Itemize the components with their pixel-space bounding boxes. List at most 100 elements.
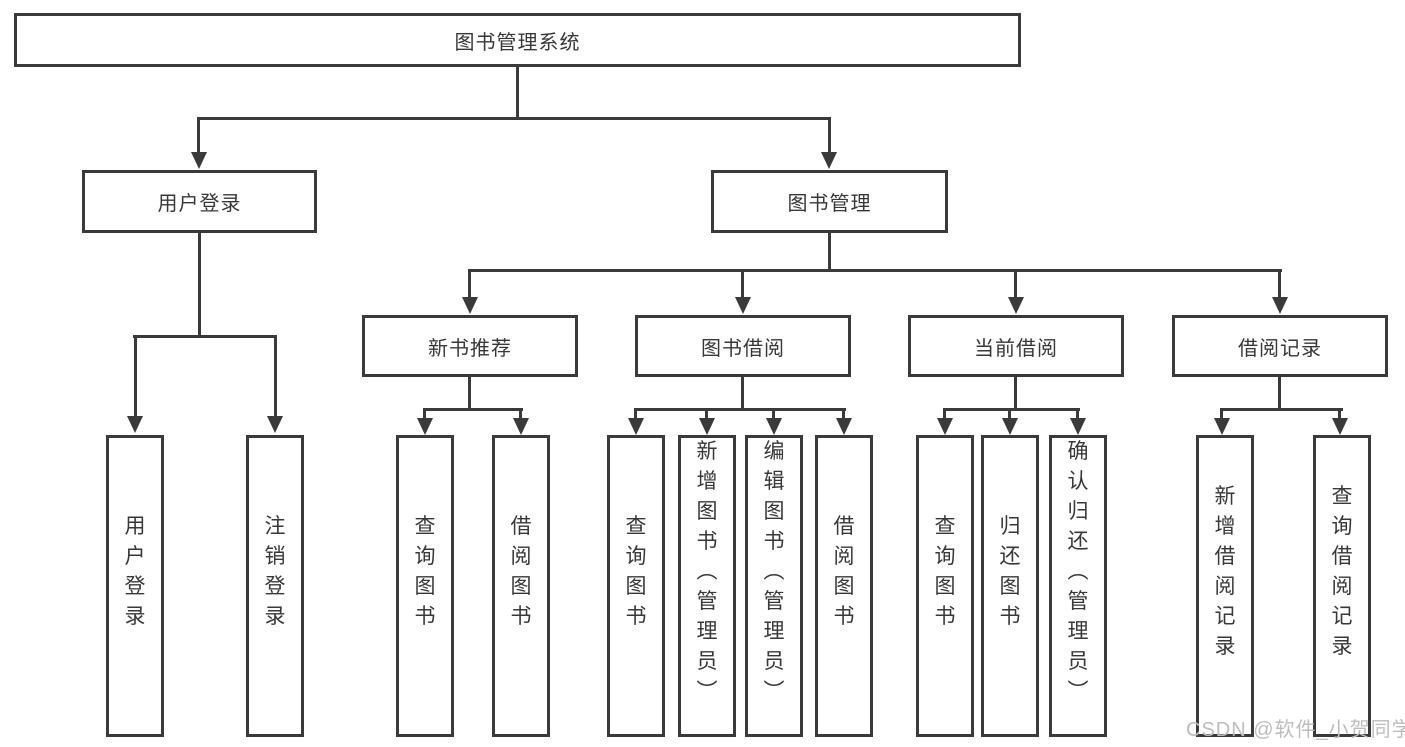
arrowhead-down-icon (462, 297, 478, 314)
arrowhead-down-icon (1332, 418, 1348, 435)
arrowhead-down-icon (267, 416, 283, 433)
connector-line (705, 411, 708, 419)
vertical-char: 销 (264, 545, 286, 568)
vertical-char: ︶ (763, 680, 785, 703)
arrowhead-down-icon (937, 418, 953, 435)
vertical-char: 询 (1331, 515, 1353, 538)
connector-line (842, 411, 845, 419)
leaf-recommend-borrow-books: 借阅图书 (492, 435, 550, 737)
vertical-char: 登 (124, 575, 146, 598)
vertical-char: 增 (696, 470, 718, 493)
vertical-char: 查 (414, 515, 436, 538)
vertical-char: 阅 (1214, 575, 1236, 598)
leaf-records-query-borrow-record: 查询借阅记录 (1313, 435, 1371, 737)
connector-bookmgmt-stub (828, 233, 831, 272)
vertical-char: 书 (696, 530, 718, 553)
leaf-borrowing-query-books: 查询图书 (607, 435, 665, 737)
connector-borrowing-stub (741, 377, 744, 411)
connector-line (1338, 411, 1341, 419)
vertical-char: 新 (696, 440, 718, 463)
vertical-char: 录 (124, 605, 146, 628)
arrowhead-down-icon (821, 152, 837, 169)
vertical-char: 查 (934, 515, 956, 538)
arrowhead-down-icon (1070, 418, 1086, 435)
connector-line (468, 272, 471, 298)
node-current-borrowing: 当前借阅 (908, 315, 1124, 377)
vertical-char: 增 (1214, 515, 1236, 538)
vertical-char: 认 (1067, 470, 1089, 493)
vertical-char: 图 (833, 575, 855, 598)
connector-line (423, 411, 426, 419)
node-label: 当前借阅 (974, 337, 1058, 360)
connector-line (828, 117, 831, 153)
vertical-char: 借 (1331, 545, 1353, 568)
node-label: 图书管理 (787, 193, 872, 215)
leaf-user-login: 用户登录 (106, 435, 164, 737)
vertical-char: ︶ (1067, 680, 1089, 703)
vertical-char: 图 (934, 575, 956, 598)
vertical-char: 图 (999, 575, 1021, 598)
leaf-current-confirm-return-admin: 确认归还︵管理员︶ (1049, 435, 1107, 737)
arrowhead-down-icon (699, 418, 715, 435)
connector-line (741, 272, 744, 298)
connector-line (519, 411, 522, 419)
vertical-char: 编 (763, 440, 785, 463)
vertical-char: 员 (696, 650, 718, 673)
vertical-char: 书 (510, 605, 532, 628)
vertical-char: 记 (1331, 605, 1353, 628)
leaf-borrowing-add-books-admin: 新增图书︵管理员︶ (678, 435, 736, 737)
watermark: CSDN @软件_小贺同学 (1186, 719, 1405, 741)
arrowhead-down-icon (127, 416, 143, 433)
vertical-char: 录 (264, 605, 286, 628)
connector-line (1278, 272, 1281, 298)
vertical-char: ︵ (1067, 560, 1089, 583)
connector-line (1008, 411, 1011, 419)
vertical-char: 还 (1067, 530, 1089, 553)
vertical-char: 注 (264, 515, 286, 538)
vertical-char: 录 (1331, 635, 1353, 658)
vertical-char: 图 (414, 575, 436, 598)
connector-records-hbar (1220, 408, 1343, 411)
node-book-management: 图书管理 (711, 170, 948, 233)
connector-line (1014, 272, 1017, 298)
vertical-char: 新 (1214, 485, 1236, 508)
connector-userlogin-stub (198, 233, 201, 335)
connector-line (634, 411, 637, 419)
vertical-char: 用 (124, 515, 146, 538)
connector-line (943, 411, 946, 419)
vertical-char: 询 (934, 545, 956, 568)
node-label: 新书推荐 (428, 337, 512, 360)
connector-recommend-hbar (423, 408, 523, 411)
vertical-char: 管 (763, 590, 785, 613)
arrowhead-down-icon (513, 418, 529, 435)
vertical-char: 询 (414, 545, 436, 568)
vertical-char: 录 (1214, 635, 1236, 658)
vertical-char: 阅 (510, 545, 532, 568)
vertical-char: 员 (763, 650, 785, 673)
vertical-char: 记 (1214, 605, 1236, 628)
leaf-logout: 注销登录 (246, 435, 304, 737)
leaf-current-return-books: 归还图书 (981, 435, 1039, 737)
vertical-char: 管 (1067, 590, 1089, 613)
connector-userlogin-hbar (133, 335, 277, 338)
vertical-char: 书 (763, 530, 785, 553)
leaf-current-query-books: 查询图书 (916, 435, 974, 737)
connector-root-stub (516, 67, 519, 117)
connector-records-stub (1278, 377, 1281, 411)
connector-current-hbar (943, 408, 1080, 411)
arrowhead-down-icon (191, 152, 207, 169)
arrowhead-down-icon (766, 418, 782, 435)
vertical-char: 户 (124, 545, 146, 568)
vertical-char: ︶ (696, 680, 718, 703)
vertical-char: 管 (696, 590, 718, 613)
vertical-char: 图 (763, 500, 785, 523)
arrowhead-down-icon (1214, 418, 1230, 435)
vertical-char: 理 (696, 620, 718, 643)
node-label: 图书管理系统 (454, 31, 581, 54)
vertical-char: 图 (696, 500, 718, 523)
leaf-borrowing-borrow-books: 借阅图书 (815, 435, 873, 737)
vertical-char: 图 (625, 575, 647, 598)
vertical-char: 查 (1331, 485, 1353, 508)
vertical-char: 确 (1067, 440, 1089, 463)
